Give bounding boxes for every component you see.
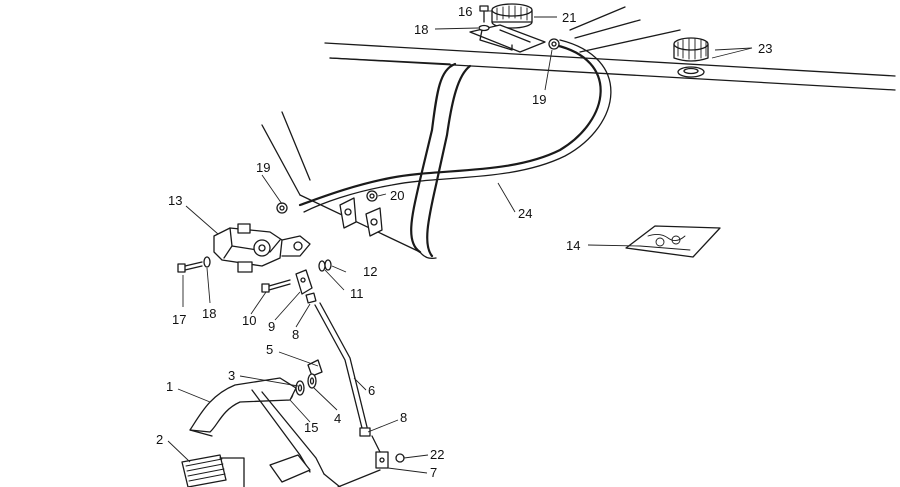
callout-5: 5 [266,342,273,357]
callout-7: 7 [430,465,437,480]
spring-5 [307,359,323,377]
callout-1: 1 [166,379,173,394]
reservoir-cap-23 [673,37,709,78]
nut-20 [366,190,378,202]
callout-17: 17 [172,312,186,327]
callout-6: 6 [368,383,375,398]
screw-16 [479,5,489,23]
master-cylinder-13 [213,223,311,273]
callout-8-lower: 8 [400,410,407,425]
brake-hose-24 [298,39,612,213]
callout-3: 3 [228,368,235,383]
callout-12: 12 [363,264,377,279]
clevis-9 [295,269,313,295]
callout-18-left: 18 [202,306,216,321]
callout-9: 9 [268,319,275,334]
callout-15: 15 [304,420,318,435]
callout-21: 21 [562,10,576,25]
hose-clamp-19-top [548,38,560,50]
callout-19-top: 19 [532,92,546,107]
washer-18-left [203,256,211,268]
callout-8-upper: 8 [292,327,299,342]
callout-14: 14 [566,238,580,253]
callout-24: 24 [518,206,532,221]
washer-12 [324,259,332,271]
pedal-rubber-2 [181,454,245,487]
fluid-reservoir-21 [469,3,546,53]
washer-3 [295,380,305,396]
callout-4: 4 [334,411,341,426]
bolt-17 [177,261,203,273]
washer-4 [307,373,317,389]
callout-19-left: 19 [256,160,270,175]
washer-11 [318,260,326,272]
callout-2: 2 [156,432,163,447]
callout-13: 13 [168,193,182,208]
frame-outline [261,6,896,260]
callout-20: 20 [390,188,404,203]
brake-pedal-1 [189,377,381,487]
washer-18-top [478,24,490,32]
clip-22 [395,453,405,463]
callout-23: 23 [758,41,772,56]
washer-3-inner [297,384,303,392]
callout-11: 11 [350,286,364,301]
callout-16: 16 [458,4,472,19]
hose-clamp-19-left [276,202,288,214]
washer-4-inner [309,377,315,385]
leader-lines [167,10,753,474]
bag-14 [625,225,721,258]
bolt-10 [261,279,291,293]
callout-labels: 16 18 21 19 23 14 19 20 24 13 12 11 17 1… [156,4,772,480]
callout-22: 22 [430,447,444,462]
callout-10: 10 [242,313,256,328]
push-rod-6 [305,292,389,469]
callout-18-top: 18 [414,22,428,37]
mounting-bracket [339,197,383,237]
